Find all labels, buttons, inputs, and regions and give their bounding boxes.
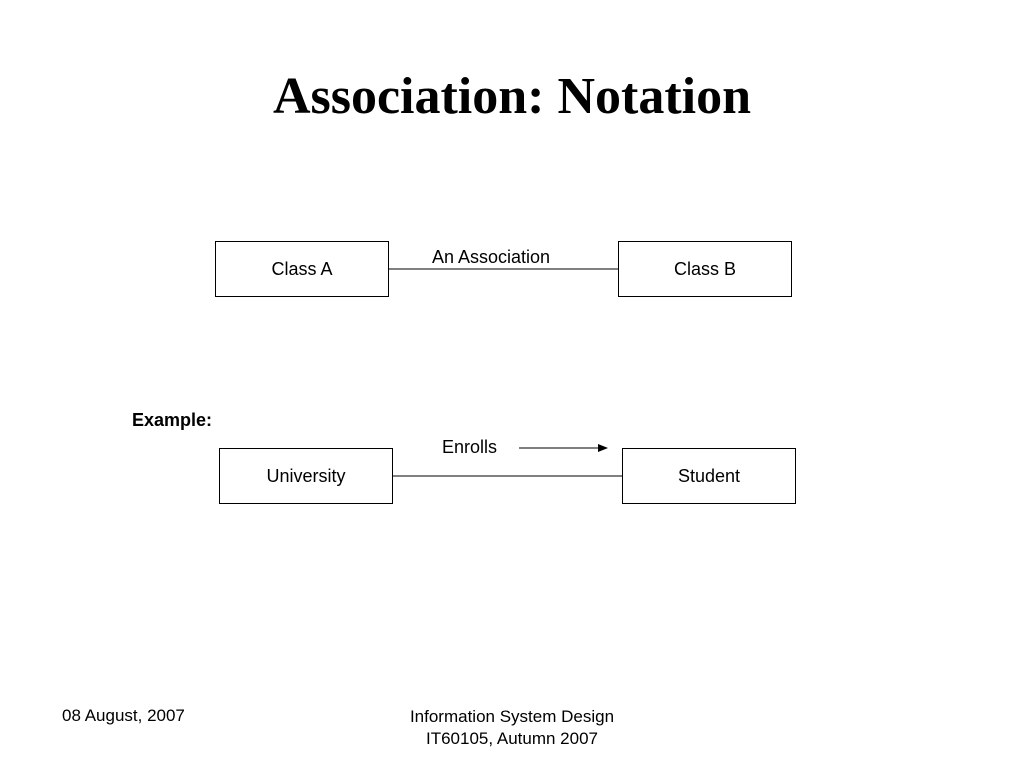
enrolls-label: Enrolls <box>442 437 498 457</box>
class-a-box: Class A <box>215 241 389 297</box>
class-a-label: Class A <box>271 258 333 279</box>
university-label: University <box>266 465 346 486</box>
slide-title: Association: Notation <box>272 68 752 125</box>
class-b-box: Class B <box>618 241 792 297</box>
class-b-label: Class B <box>673 258 736 279</box>
example-label: Example: <box>132 410 213 430</box>
footer-course: Information System Design IT60105, Autum… <box>362 706 662 750</box>
university-box: University <box>219 448 393 504</box>
student-label: Student <box>677 465 741 486</box>
footer-date: 08 August, 2007 <box>62 706 185 725</box>
footer-course-line1: Information System Design <box>409 707 615 726</box>
footer-course-line2: IT60105, Autumn 2007 <box>425 729 599 748</box>
student-box: Student <box>622 448 796 504</box>
association-label: An Association <box>432 247 551 267</box>
